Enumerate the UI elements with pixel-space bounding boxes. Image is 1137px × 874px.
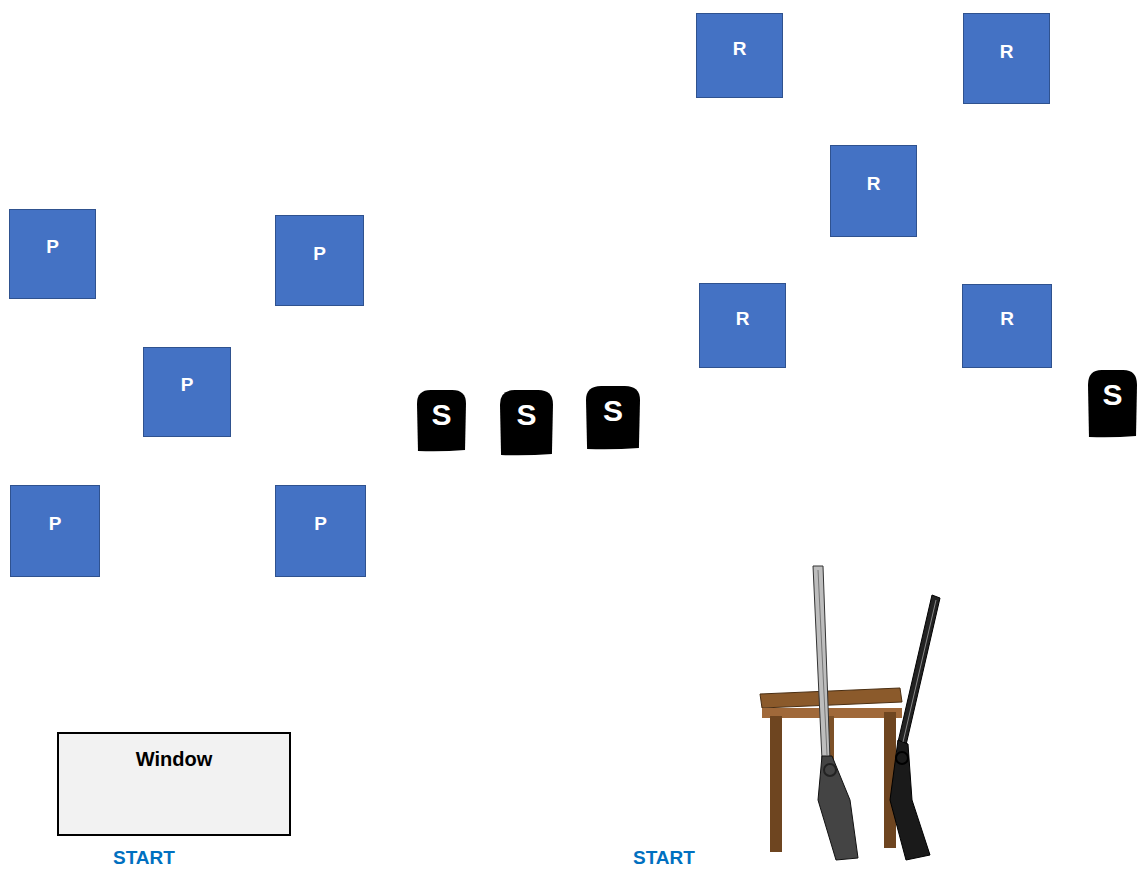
room-box: P (275, 215, 364, 306)
tombstone-outline (1088, 370, 1137, 437)
room-box: P (275, 485, 366, 577)
node-label: P (313, 243, 326, 265)
start-label: START (113, 847, 175, 869)
start-label: START (633, 847, 695, 869)
node-label: S (603, 394, 623, 428)
shotgun (890, 595, 940, 860)
node-label: R (867, 173, 881, 195)
node-label: P (314, 513, 327, 535)
tombstone: S (500, 390, 553, 456)
node-label: P (46, 236, 59, 258)
rifle (813, 566, 858, 860)
room-box: P (143, 347, 231, 437)
node-label: S (431, 398, 451, 432)
tombstone: S (417, 390, 466, 452)
node-label: R (1000, 308, 1014, 330)
tombstone: S (586, 386, 640, 450)
room-box: P (9, 209, 96, 299)
node-label: R (1000, 41, 1014, 63)
node-label: P (49, 513, 62, 535)
tombstone-outline (586, 386, 640, 449)
room-box: R (962, 284, 1052, 368)
window-box: Window (57, 732, 291, 836)
node-label: S (1102, 378, 1122, 412)
room-box: R (699, 283, 786, 368)
tombstone-outline (417, 390, 466, 451)
node-label: Window (136, 748, 212, 771)
tombstone: S (1088, 370, 1137, 438)
room-box: R (830, 145, 917, 237)
node-label: P (181, 374, 194, 396)
room-box: R (696, 13, 783, 98)
node-label: S (516, 398, 536, 432)
node-label: R (733, 38, 747, 60)
tombstone-outline (500, 390, 553, 455)
node-label: R (736, 308, 750, 330)
room-box: R (963, 13, 1050, 104)
room-box: P (10, 485, 100, 577)
